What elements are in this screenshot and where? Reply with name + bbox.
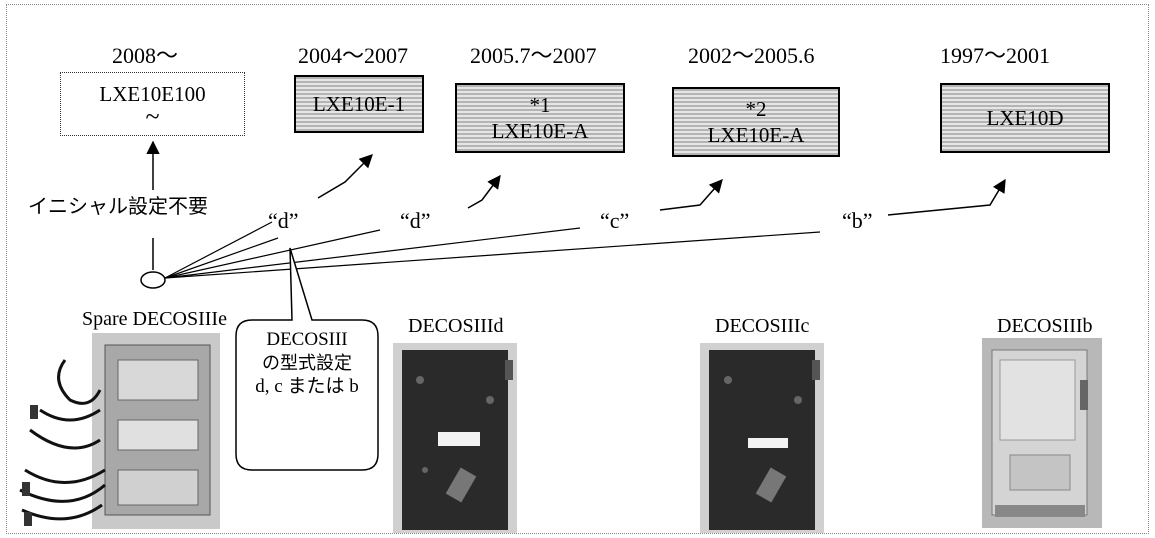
setting-label-c: “c” (600, 208, 630, 233)
board-caption-spare: Spare DECOSIIIe (82, 308, 227, 330)
model-label-e1: LXE10E-1 (312, 91, 406, 116)
photo-decosiiib (982, 338, 1102, 528)
fan-line-2 (164, 237, 279, 279)
board-caption-b: DECOSIIIb (997, 315, 1093, 337)
setting-label-d1: “d” (268, 208, 299, 233)
model-box-ea1: *1 LXE10E-A (455, 83, 625, 153)
model-box-d: LXE10D (940, 83, 1110, 153)
model-box-new: LXE10E100 ~ (60, 72, 245, 136)
arrow-to-ea2 (659, 178, 723, 211)
fan-line-5 (164, 231, 821, 279)
callout-line-1: DECOSIII (266, 329, 348, 350)
photo-spare-decosiiie (19, 333, 220, 529)
year-label-ea2: 2002～2005.6 (688, 43, 815, 68)
setting-label-b: “b” (842, 208, 873, 233)
year-label-e1: 2004～2007 (298, 43, 409, 68)
callout-line-3: d, c または b (255, 376, 359, 398)
photo-decosiiid (393, 343, 517, 533)
fan-line-4 (164, 227, 581, 279)
model-label-ea1: LXE10E-A (491, 119, 589, 143)
callout-line-2: の型式設定 (262, 353, 352, 375)
year-label-d: 1997～2001 (940, 43, 1051, 68)
fan-line-1 (164, 221, 273, 279)
year-label-new: 2008～ (112, 43, 179, 68)
tilde-symbol: ~ (145, 102, 160, 132)
callout-balloon (235, 247, 379, 471)
model-label-new: LXE10E100 (99, 82, 206, 106)
setting-label-d2: “d” (400, 208, 431, 233)
model-box-e1: LXE10E-1 (294, 75, 424, 133)
arrow-to-ea1 (467, 174, 501, 209)
origin-node (140, 271, 166, 289)
arrow-to-e1 (317, 154, 373, 199)
photo-decosiiic (700, 343, 824, 533)
model-label-d: LXE10D (986, 105, 1064, 130)
fan-line-3 (164, 229, 381, 279)
year-label-ea1: 2005.7～2007 (470, 43, 597, 68)
note-marker-2: *2 (745, 96, 767, 121)
arrow-to-d (887, 178, 1006, 216)
callout-text: DECOSIII の型式設定 d, c または b (238, 328, 376, 400)
model-box-ea2: *2 LXE10E-A (672, 87, 840, 157)
no-initial-setting-label: イニシャル設定不要 (28, 194, 208, 218)
board-caption-c: DECOSIIIc (715, 315, 810, 337)
note-marker-1: *1 (529, 92, 551, 117)
diagram-frame (6, 4, 1149, 534)
board-caption-d: DECOSIIId (408, 315, 504, 337)
model-label-ea2: LXE10E-A (707, 123, 805, 147)
